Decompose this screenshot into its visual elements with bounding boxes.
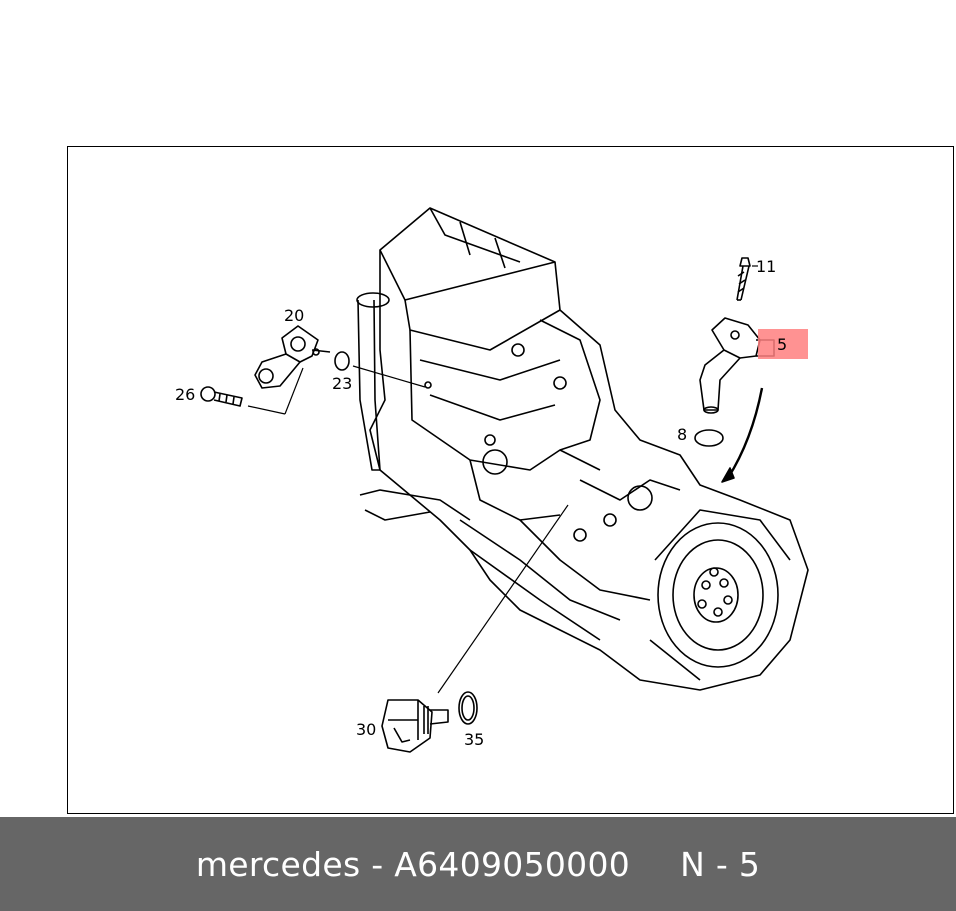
o-ring-35-inner (461, 695, 475, 721)
install-arrow (726, 387, 764, 479)
callout-11: 11 (756, 257, 776, 276)
callout-8: 8 (677, 425, 687, 444)
o-ring-23-drawing (334, 351, 350, 371)
position-text: N - 5 (680, 844, 761, 884)
bolt-26-drawing (200, 386, 243, 407)
o-ring-35-drawing (458, 691, 478, 725)
diagram-frame (67, 146, 954, 814)
callout-20: 20 (284, 306, 304, 325)
callout-26: 26 (175, 385, 195, 404)
sensor-20-drawing (254, 325, 331, 389)
install-arrowhead (721, 467, 735, 483)
bolt-11-drawing (736, 257, 751, 301)
caption-bar: mercedes - A6409050000 N - 5 (0, 817, 956, 911)
o-ring-8-drawing (694, 429, 724, 447)
part-number-text: mercedes - A6409050000 (195, 844, 631, 884)
engine-block-drawing (356, 207, 809, 691)
leader-lines (247, 265, 758, 694)
callout-30: 30 (356, 720, 376, 739)
sensor-30-drawing (381, 699, 449, 753)
callout-5-highlight (758, 329, 808, 359)
callout-23: 23 (332, 374, 352, 393)
callout-35: 35 (464, 730, 484, 749)
callout-5: 5 (777, 335, 787, 354)
